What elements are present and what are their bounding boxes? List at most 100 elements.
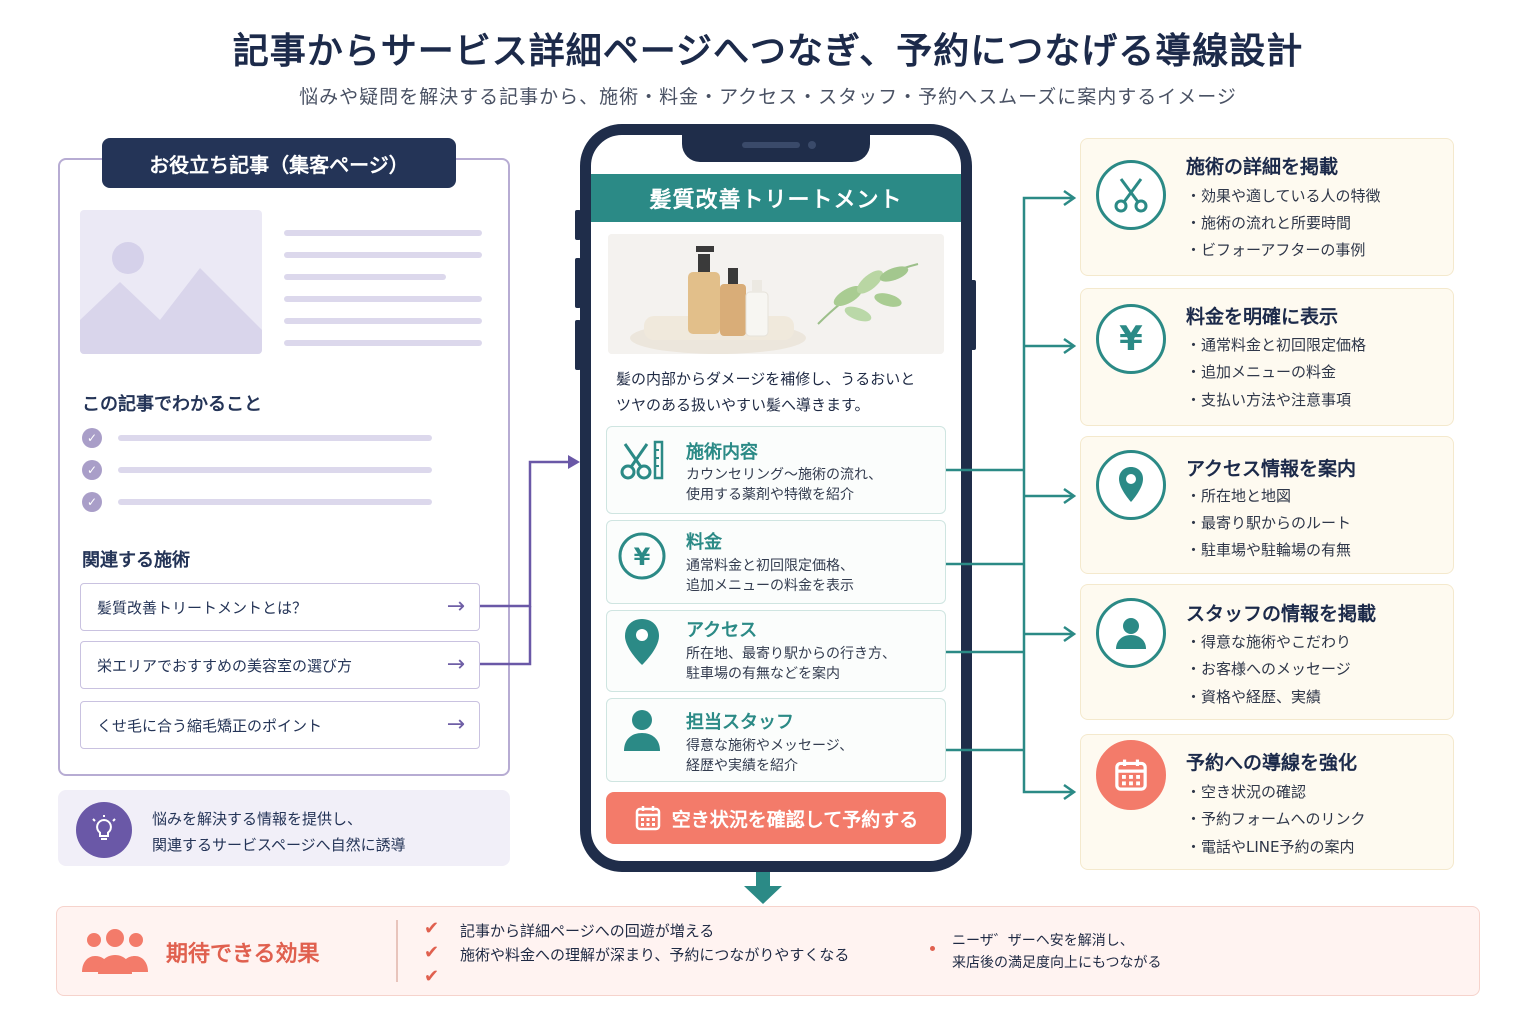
service-card-access[interactable] — [606, 610, 946, 692]
scissors-icon — [1096, 160, 1166, 230]
effect-bar — [56, 906, 1480, 996]
feature-item: ・資格や経歴、実績 — [1186, 688, 1322, 706]
arrow-right-icon: → — [446, 594, 465, 619]
phone-page-header: 髪質改善トリートメント — [591, 174, 961, 222]
service-desc-line: 所在地、最寄り駅からの行き方、 — [686, 646, 896, 662]
reserve-button-label: 空き状況を確認して予約する — [671, 808, 919, 831]
tip-text: 悩みを解決する情報を提供し、 関連するサービスページへ自然に誘導 — [152, 806, 406, 858]
feature-item: ・所在地と地図 — [1186, 487, 1292, 505]
tip-line: 悩みを解決する情報を提供し、 — [152, 810, 363, 828]
phone-side-button — [575, 320, 581, 370]
divider — [396, 920, 398, 982]
effect-item: 施術や料金への理解が深まり、予約につながりやすくなる — [460, 946, 850, 964]
text-placeholder-line — [118, 467, 432, 473]
service-desc-line: 駐車場の有無などを案内 — [686, 666, 840, 682]
feature-item: ・追加メニューの料金 — [1186, 363, 1337, 381]
service-desc-line: 使用する薬剤や特徴を紹介 — [686, 487, 854, 503]
svg-text:¥: ¥ — [634, 543, 651, 571]
phone-description: 髪の内部からダメージを補修し、うるおいと ツヤのある扱いやすい髪へ導きます。 — [616, 366, 946, 418]
text-placeholder-line — [118, 499, 432, 505]
feature-item: ・得意な施術やこだわり — [1186, 633, 1352, 651]
check-icon: ✓ — [82, 492, 102, 512]
product-image — [608, 234, 944, 354]
check-icon: ✓ — [82, 460, 102, 480]
related-title: 関連する施術 — [82, 550, 190, 571]
calendar-icon — [1096, 740, 1166, 810]
check-icon: ✔ — [424, 966, 440, 987]
service-desc-line: 通常料金と初回限定価格、 — [686, 558, 854, 574]
related-link-label: くせ毛に合う縮毛矯正のポイント — [97, 716, 323, 735]
related-link-label: 髪質改善トリートメントとは？ — [97, 598, 308, 617]
service-title: アクセス — [686, 620, 758, 641]
related-link-2[interactable]: 栄エリアでおすすめの美容室の選び方 → — [80, 641, 480, 689]
page-title: 記事からサービス詳細ページへつなぎ、予約につなげる導線設計 — [232, 31, 1304, 72]
text-placeholder-line — [284, 274, 446, 280]
feature-item: ・駐車場や駐輪場の有無 — [1186, 541, 1352, 559]
yen-icon: ¥ — [1096, 304, 1166, 374]
service-title: 料金 — [686, 532, 722, 553]
effect-right-line: 来店後の満足度向上にもつながる — [952, 955, 1162, 971]
phone-camera — [808, 141, 816, 149]
text-placeholder-line — [284, 252, 482, 258]
arrow-right-icon: → — [446, 652, 465, 677]
person-icon — [1096, 598, 1166, 668]
check-icon: ✔ — [424, 942, 440, 963]
feature-item: ・電話やLINE予約の案内 — [1186, 838, 1355, 856]
article-tag: お役立ち記事（集客ページ） — [102, 138, 456, 188]
text-placeholder-line — [284, 296, 482, 302]
scissors-comb-icon — [616, 434, 668, 486]
service-title: 施術内容 — [686, 442, 758, 463]
feature-title: アクセス情報を案内 — [1186, 458, 1357, 480]
feature-item: ・効果や適している人の特徴 — [1186, 187, 1381, 205]
description-line: 髪の内部からダメージを補修し、うるおいと — [616, 370, 916, 388]
effect-item: 記事から詳細ページへの回遊が増える — [460, 922, 715, 940]
feature-title: 料金を明確に表示 — [1186, 306, 1339, 328]
yen-icon: ¥ — [616, 530, 668, 582]
feature-item: ・支払い方法や注意事項 — [1186, 391, 1352, 409]
feature-item: ・お客様へのメッセージ — [1186, 660, 1351, 678]
phone-side-button — [575, 210, 581, 240]
service-desc: 所在地、最寄り駅からの行き方、 駐車場の有無などを案内 — [686, 644, 896, 684]
feature-title: 施術の詳細を掲載 — [1186, 156, 1339, 178]
tip-line: 関連するサービスページへ自然に誘導 — [152, 836, 406, 854]
calendar-icon — [635, 806, 661, 831]
feature-item: ・ビフォーアフターの事例 — [1186, 241, 1366, 259]
text-placeholder-line — [284, 340, 482, 346]
service-card-staff[interactable] — [606, 698, 946, 782]
phone-side-button — [970, 280, 976, 350]
learn-title: この記事でわかること — [82, 394, 262, 415]
tip-box — [58, 790, 510, 866]
map-pin-icon — [1096, 450, 1166, 520]
feature-title: 予約への導線を強化 — [1186, 752, 1358, 774]
arrow-right-icon: → — [446, 712, 465, 737]
text-placeholder-line — [118, 435, 432, 441]
service-desc-line: カウンセリング～施術の流れ、 — [686, 467, 883, 483]
effect-right-text: ニーザ゛ザーヘ安を解消し、 来店後の満足度向上にもつながる — [952, 930, 1161, 974]
related-link-1[interactable]: 髪質改善トリートメントとは？ → — [80, 583, 480, 631]
check-icon: ✔ — [424, 918, 440, 939]
related-link-label: 栄エリアでおすすめの美容室の選び方 — [97, 656, 353, 675]
service-title: 担当スタッフ — [686, 712, 794, 733]
phone-speaker — [742, 142, 800, 148]
effect-right-line: ニーザ゛ザーヘ安を解消し、 — [952, 933, 1134, 949]
check-icon: ✓ — [82, 428, 102, 448]
service-desc: 通常料金と初回限定価格、 追加メニューの料金を表示 — [686, 556, 854, 596]
description-line: ツヤのある扱いやすい髪へ導きます。 — [616, 396, 870, 414]
feature-item: ・最寄り駅からのルート — [1186, 514, 1352, 532]
image-placeholder-icon — [80, 210, 262, 354]
feature-item: ・予約フォームへのリンク — [1186, 810, 1366, 828]
feature-title: スタッフの情報を掲載 — [1186, 603, 1377, 625]
people-group-icon — [80, 928, 150, 978]
text-placeholder-line — [284, 230, 482, 236]
lightbulb-icon — [76, 802, 132, 858]
service-desc-line: 経歴や実績を紹介 — [686, 758, 798, 774]
page-subtitle: 悩みや疑問を解決する記事から、施術・料金・アクセス・スタッフ・予約へスムーズに案… — [299, 86, 1237, 108]
service-desc: カウンセリング～施術の流れ、 使用する薬剤や特徴を紹介 — [686, 465, 882, 505]
related-link-3[interactable]: くせ毛に合う縮毛矯正のポイント → — [80, 701, 480, 749]
reserve-button[interactable]: 空き状況を確認して予約する — [606, 792, 946, 844]
person-icon — [616, 704, 668, 756]
text-placeholder-line — [284, 318, 482, 324]
service-card-price[interactable] — [606, 520, 946, 604]
service-desc: 得意な施術やメッセージ、 経歴や実績を紹介 — [686, 736, 853, 776]
service-desc-line: 追加メニューの料金を表示 — [686, 578, 854, 594]
